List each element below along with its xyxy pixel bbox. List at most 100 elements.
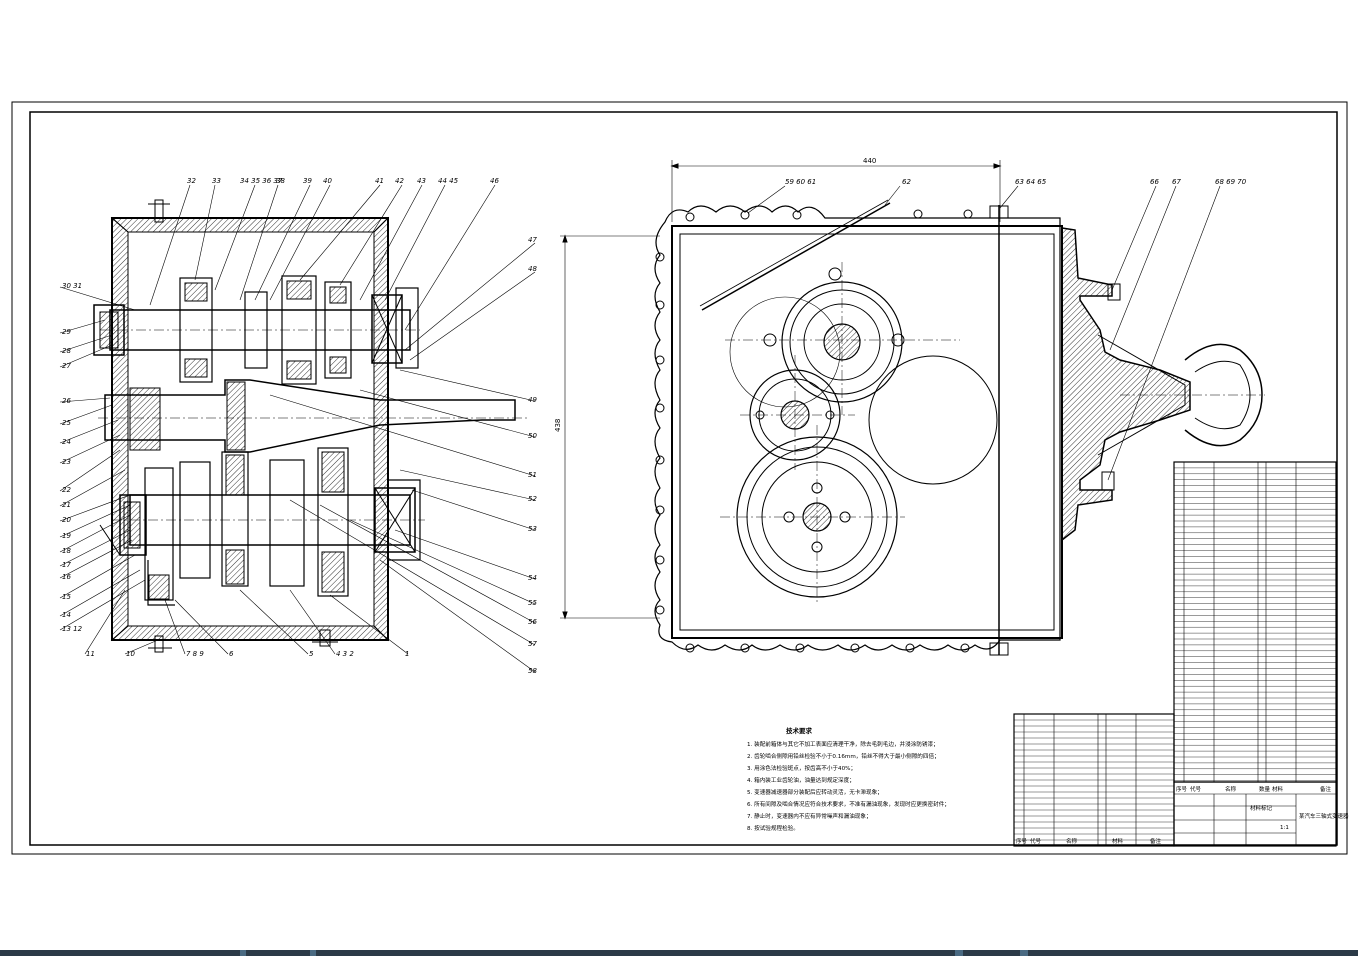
svg-text:38: 38 <box>276 177 285 185</box>
bom-table-lower <box>1013 713 1175 847</box>
svg-text:14: 14 <box>62 611 71 619</box>
gear-top-2 <box>244 291 268 369</box>
inner-border <box>29 111 1338 846</box>
svg-text:20: 20 <box>62 516 71 524</box>
labels-right: 47 48 49 50 51 52 53 54 55 56 57 58 <box>528 236 537 675</box>
svg-text:41: 41 <box>375 177 384 185</box>
svg-text:4. 箱内装工业齿轮油，油量达到规定深度；: 4. 箱内装工业齿轮油，油量达到规定深度； <box>747 776 855 784</box>
gear-right-blank <box>868 355 998 485</box>
gear-bot-3 <box>221 451 249 587</box>
svg-text:53: 53 <box>528 525 537 533</box>
leaders-top <box>149 184 496 331</box>
gear-bot-1 <box>144 467 174 601</box>
gear-bot-5 <box>317 447 349 597</box>
svg-text:30 31: 30 31 <box>62 282 82 290</box>
svg-text:6. 所有间隙及啮合情况应符合技术要求，不准有漏油现象，发现: 6. 所有间隙及啮合情况应符合技术要求，不准有漏油现象，发现时应更换密封件； <box>747 800 950 808</box>
svg-text:50: 50 <box>528 432 537 440</box>
svg-text:6: 6 <box>229 650 234 658</box>
svg-text:54: 54 <box>528 574 537 582</box>
svg-text:42: 42 <box>395 177 404 185</box>
taskbar-item[interactable] <box>240 950 246 956</box>
svg-text:56: 56 <box>528 618 537 626</box>
svg-text:材料: 材料 <box>1272 785 1284 793</box>
dipstick <box>701 202 891 311</box>
svg-text:29: 29 <box>62 328 71 336</box>
svg-text:技术要求: 技术要求 <box>786 726 813 735</box>
svg-text:43: 43 <box>417 177 426 185</box>
bom-table-right <box>1173 461 1337 783</box>
svg-text:8. 按试验规程检验。: 8. 按试验规程检验。 <box>747 824 799 832</box>
tech-requirements: 技术要求 1. 装配前箱体与其它不加工表面应清理干净，除去毛刺毛边，并浸涂防锈漆… <box>747 726 950 832</box>
section-view <box>93 199 528 653</box>
svg-text:32: 32 <box>187 177 196 185</box>
shaft-yoke <box>1184 343 1263 447</box>
svg-text:63 64 65: 63 64 65 <box>1015 178 1047 186</box>
svg-text:24: 24 <box>62 438 71 446</box>
svg-text:1: 1 <box>405 650 409 658</box>
svg-text:55: 55 <box>528 599 537 607</box>
housing-flange <box>654 205 1061 651</box>
gear-top-1 <box>179 277 213 383</box>
taskbar-item[interactable] <box>310 950 316 956</box>
taskbar-item[interactable] <box>1020 950 1028 956</box>
labels-left: 30 31 29 28 27 26 25 24 23 22 21 20 19 1… <box>62 282 409 658</box>
bell-housing <box>1061 227 1191 541</box>
gear-top-4 <box>324 281 352 379</box>
svg-text:代号: 代号 <box>1190 785 1202 793</box>
top-bolt <box>154 199 164 223</box>
svg-text:19: 19 <box>62 532 71 540</box>
svg-text:57: 57 <box>528 640 537 648</box>
svg-text:34 35 36 37: 34 35 36 37 <box>240 177 283 185</box>
svg-text:材料标记: 材料标记 <box>1250 804 1273 812</box>
svg-text:33: 33 <box>212 177 221 185</box>
svg-text:28: 28 <box>62 347 71 355</box>
output-shaft <box>104 379 516 453</box>
svg-text:40: 40 <box>323 177 332 185</box>
dim-width: 440 <box>863 157 876 165</box>
svg-text:13 12: 13 12 <box>62 625 83 633</box>
svg-text:17: 17 <box>62 561 71 569</box>
svg-text:序号: 序号 <box>1016 837 1028 845</box>
svg-text:52: 52 <box>528 495 537 503</box>
right-lower-bearing <box>374 487 416 553</box>
svg-text:59 60 61: 59 60 61 <box>785 178 816 186</box>
labels-top: 32 33 34 35 36 37 38 39 40 41 42 43 44 4… <box>187 177 499 185</box>
svg-text:26: 26 <box>62 397 71 405</box>
leaders-right <box>269 242 536 673</box>
leaders-left <box>59 286 409 655</box>
dim-height: 438 <box>554 419 562 432</box>
title-block <box>1173 781 1337 847</box>
side-view-labels: 59 60 61 62 63 64 65 66 67 68 69 70 <box>785 178 1247 186</box>
flange-bolts <box>655 209 973 653</box>
svg-text:22: 22 <box>62 486 71 494</box>
gear-bot-2 <box>179 461 211 579</box>
housing-wall-bottom <box>110 625 390 641</box>
svg-text:46: 46 <box>490 177 499 185</box>
svg-text:15: 15 <box>62 593 71 601</box>
svg-text:名称: 名称 <box>1225 785 1237 793</box>
svg-text:10: 10 <box>126 650 135 658</box>
svg-text:23: 23 <box>62 458 71 466</box>
svg-text:49: 49 <box>528 396 537 404</box>
svg-text:25: 25 <box>62 419 71 427</box>
svg-text:4 3 2: 4 3 2 <box>336 650 354 658</box>
svg-text:48: 48 <box>528 265 537 273</box>
side-view-leaders <box>747 185 1221 481</box>
svg-text:7. 静止时，变速器内不应有异常噪声和漏油现象；: 7. 静止时，变速器内不应有异常噪声和漏油现象； <box>747 812 872 820</box>
gear-bot-4 <box>269 459 305 587</box>
title-block-text: 材料标记 某汽车三轴式变速器 1:1 序号 代号 名称 数量 材料 备注 序号 … <box>1016 785 1349 845</box>
svg-text:备注: 备注 <box>1320 785 1332 793</box>
taskbar-item[interactable] <box>955 950 963 956</box>
svg-text:11: 11 <box>86 650 95 658</box>
svg-text:16: 16 <box>62 573 71 581</box>
svg-text:某汽车三轴式变速器: 某汽车三轴式变速器 <box>1299 812 1349 820</box>
svg-text:67: 67 <box>1172 178 1181 186</box>
svg-text:44 45: 44 45 <box>438 177 459 185</box>
svg-text:47: 47 <box>528 236 537 244</box>
right-bearing <box>371 294 403 364</box>
svg-text:68 69 70: 68 69 70 <box>1215 178 1247 186</box>
svg-text:58: 58 <box>528 667 537 675</box>
svg-text:27: 27 <box>62 362 71 370</box>
svg-text:名称: 名称 <box>1066 837 1078 845</box>
svg-text:5. 变速器减速器部分装配后应转动灵活，无卡滞现象；: 5. 变速器减速器部分装配后应转动灵活，无卡滞现象； <box>747 788 883 796</box>
